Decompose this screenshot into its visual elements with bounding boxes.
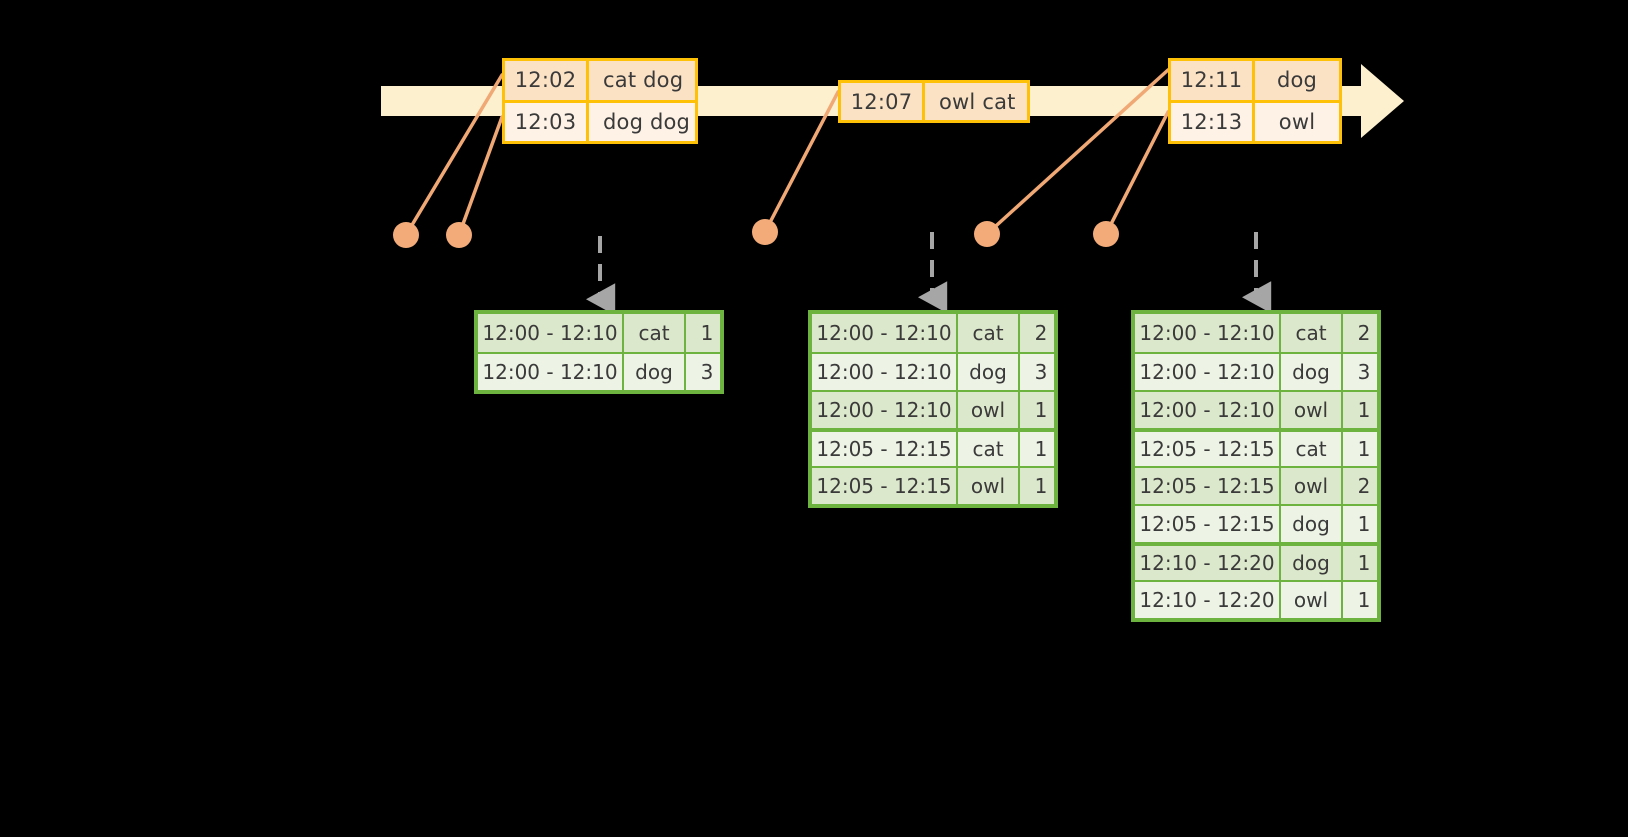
result-cell-window: 12:10 - 12:20 bbox=[1135, 546, 1281, 580]
result-cell-key: dog bbox=[958, 354, 1020, 390]
connector-dot-4 bbox=[974, 221, 1000, 247]
connector-line-5 bbox=[1104, 110, 1170, 236]
event-row[interactable]: 12:11 dog bbox=[1171, 61, 1339, 100]
result-cell-count: 3 bbox=[1357, 360, 1371, 384]
event-time: 12:11 bbox=[1171, 61, 1255, 100]
result-cell-key: cat bbox=[958, 314, 1020, 352]
result-cell-key: owl bbox=[958, 392, 1020, 428]
event-payload: owl cat bbox=[939, 89, 1016, 114]
connector-dot-3 bbox=[752, 219, 778, 245]
event-group-3[interactable]: 12:11 dog 12:13 owl bbox=[1168, 58, 1342, 144]
result-cell-window: 12:00 - 12:10 bbox=[1135, 314, 1281, 352]
result-cell-count: 1 bbox=[1357, 551, 1371, 575]
result-cell-count: 3 bbox=[1034, 360, 1048, 384]
event-payload: dog dog bbox=[603, 109, 691, 134]
result-flow-arrows bbox=[586, 232, 1272, 316]
result-cell-window: 12:05 - 12:15 bbox=[812, 432, 958, 466]
result-cell-window: 12:05 - 12:15 bbox=[1135, 506, 1281, 542]
event-time: 12:02 bbox=[505, 61, 589, 100]
result-cell-count: 2 bbox=[1357, 474, 1371, 498]
result-cell-count: 3 bbox=[700, 360, 714, 384]
result-cell-window: 12:05 - 12:15 bbox=[1135, 468, 1281, 504]
event-time: 12:07 bbox=[841, 83, 925, 120]
result-cell-count: 1 bbox=[1357, 588, 1371, 612]
event-row[interactable]: 12:03 dog dog bbox=[505, 99, 695, 141]
connector-dot-2 bbox=[446, 222, 472, 248]
result-cell-window: 12:10 - 12:20 bbox=[1135, 582, 1281, 618]
result-cell-key: dog bbox=[1281, 546, 1343, 580]
event-row[interactable]: 12:07 owl cat bbox=[841, 83, 1027, 120]
result-cell-count: 2 bbox=[1357, 321, 1371, 345]
result-cell-key: dog bbox=[1281, 354, 1343, 390]
result-cell-key: dog bbox=[624, 354, 686, 390]
result-cell-count: 1 bbox=[1357, 398, 1371, 422]
result-cell-window: 12:05 - 12:15 bbox=[1135, 432, 1281, 466]
result-cell-count: 1 bbox=[1034, 437, 1048, 461]
event-payload: owl bbox=[1278, 109, 1316, 134]
event-group-2[interactable]: 12:07 owl cat bbox=[838, 80, 1030, 123]
connector-line-2 bbox=[457, 115, 504, 237]
event-group-1[interactable]: 12:02 cat dog 12:03 dog dog bbox=[502, 58, 698, 144]
event-time: 12:03 bbox=[505, 102, 589, 141]
result-cell-count: 2 bbox=[1034, 321, 1048, 345]
event-time: 12:13 bbox=[1171, 102, 1255, 141]
result-cell-window: 12:00 - 12:10 bbox=[812, 392, 958, 428]
connector-dot-1 bbox=[393, 222, 419, 248]
result-cell-count: 1 bbox=[1034, 398, 1048, 422]
result-cell-key: owl bbox=[1281, 468, 1343, 504]
result-cell-key: owl bbox=[1281, 582, 1343, 618]
connector-dot-5 bbox=[1093, 221, 1119, 247]
result-cell-key: cat bbox=[958, 432, 1020, 466]
result-cell-window: 12:00 - 12:10 bbox=[812, 354, 958, 390]
result-cell-count: 1 bbox=[1034, 474, 1048, 498]
result-cell-count: 1 bbox=[1357, 437, 1371, 461]
result-cell-window: 12:00 - 12:10 bbox=[478, 354, 624, 390]
result-cell-key: dog bbox=[1281, 506, 1343, 542]
connector-line-3 bbox=[763, 90, 840, 234]
event-payload: cat dog bbox=[603, 68, 684, 93]
result-cell-key: cat bbox=[624, 314, 686, 352]
result-cell-window: 12:00 - 12:10 bbox=[812, 314, 958, 352]
result-cell-key: cat bbox=[1281, 432, 1343, 466]
connector-line-1 bbox=[404, 73, 504, 237]
result-cell-key: owl bbox=[958, 468, 1020, 504]
result-cell-window: 12:00 - 12:10 bbox=[1135, 354, 1281, 390]
result-cell-key: cat bbox=[1281, 314, 1343, 352]
event-row[interactable]: 12:13 owl bbox=[1171, 99, 1339, 141]
result-cell-window: 12:00 - 12:10 bbox=[478, 314, 624, 352]
event-connector-dots bbox=[393, 219, 1119, 248]
result-cell-count: 1 bbox=[700, 321, 714, 345]
result-cell-window: 12:00 - 12:10 bbox=[1135, 392, 1281, 428]
result-cell-window: 12:05 - 12:15 bbox=[812, 468, 958, 504]
result-cell-key: owl bbox=[1281, 392, 1343, 428]
result-cell-count: 1 bbox=[1357, 512, 1371, 536]
event-row[interactable]: 12:02 cat dog bbox=[505, 61, 695, 100]
event-payload: dog bbox=[1276, 68, 1318, 93]
